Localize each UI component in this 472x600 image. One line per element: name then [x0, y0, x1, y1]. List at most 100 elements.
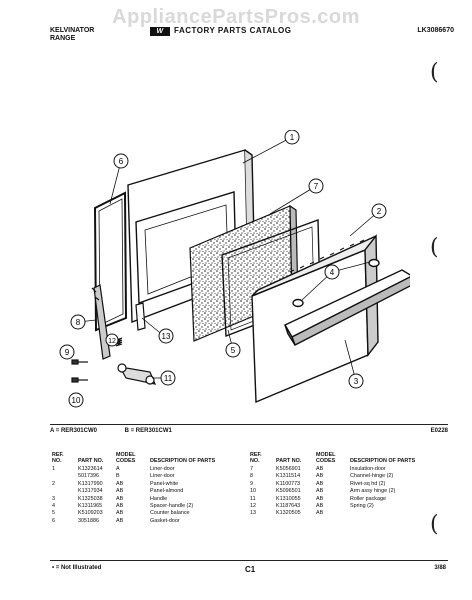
- col-part: PART NO.: [276, 458, 302, 464]
- row-ref: 11: [250, 495, 256, 502]
- counter-balance: [135, 302, 146, 331]
- callout-13-label: 13: [162, 332, 171, 341]
- parts-table-left: REF. NO. PART NO. MODEL CODES DESCRIPTIO…: [52, 452, 219, 525]
- binder-hole-mark-bottom: (: [430, 512, 439, 537]
- callout-9-label: 9: [65, 348, 70, 357]
- spring: [115, 337, 123, 347]
- row-code: AB: [116, 480, 124, 487]
- callout-1: 1: [284, 130, 300, 145]
- callout-markers: 1 2 3 4 5 6 7 8 9 10 11 12 13: [59, 130, 387, 408]
- col-part: PART NO.: [78, 458, 104, 464]
- callout-13: 13: [158, 328, 174, 344]
- col-codes: MODEL CODES: [116, 452, 136, 464]
- row-code: AB: [116, 517, 124, 524]
- row-ref: [52, 488, 78, 495]
- row-code: AB: [116, 510, 124, 517]
- row-desc: Panel-white: [150, 480, 179, 487]
- watermark: AppliancePartsPros.com: [112, 6, 360, 28]
- row-ref: 2: [52, 480, 55, 487]
- row-desc: Handle: [150, 495, 168, 502]
- row-part: K1311514: [276, 473, 301, 480]
- callout-10: 10: [68, 392, 84, 408]
- catalog-code: LK3086670: [417, 27, 454, 34]
- model-legend: A = RER301CW0 B = RER301CW1: [50, 428, 198, 434]
- row-ref: 4: [52, 503, 55, 510]
- row-ref: 8: [250, 473, 253, 480]
- door-handle: [284, 269, 410, 346]
- callout-7: 7: [308, 178, 324, 194]
- row-code: AB: [316, 488, 324, 495]
- row-ref: 13: [250, 510, 256, 517]
- row-part: K5056901: [276, 466, 301, 472]
- row-code: AB: [316, 510, 324, 517]
- table-row: 12 K1187643 AB Spring (2): [250, 503, 419, 510]
- page-number: C1: [245, 565, 256, 574]
- row-ref: [52, 473, 78, 480]
- callout-10-label: 10: [72, 396, 81, 405]
- row-desc: Channel-hinge (2): [350, 473, 394, 480]
- divider-top: [50, 424, 448, 425]
- row-ref: 12: [250, 503, 256, 510]
- row-desc: Counter balance: [150, 510, 190, 517]
- model-b: B = RER301CW1: [124, 428, 172, 434]
- row-desc: Insulation-door: [350, 466, 386, 472]
- callout-4-label: 4: [330, 268, 335, 277]
- binder-hole-mark-top: (: [430, 60, 439, 85]
- callout-11-label: 11: [164, 374, 173, 383]
- callout-6: 6: [113, 153, 129, 169]
- catalog-title-text: FACTORY PARTS CATALOG: [174, 26, 292, 35]
- not-illustrated-note: • = Not Illustrated: [52, 565, 102, 571]
- col-ref: REF. NO.: [250, 452, 262, 464]
- model-a: A = RER301CW0: [50, 428, 97, 434]
- callout-12-label: 12: [108, 338, 116, 345]
- divider-bottom: [50, 560, 448, 561]
- callout-11: 11: [160, 370, 176, 386]
- row-desc: Arm assy hinge (2): [350, 488, 396, 495]
- callout-8-label: 8: [76, 318, 81, 327]
- row-part: K1310055: [276, 495, 301, 502]
- row-code: AB: [116, 488, 124, 495]
- row-ref: 6: [52, 517, 55, 524]
- oven-door-exploded-diagram: 1 2 3 4 5 6 7 8 9 10 11 12 13: [59, 130, 410, 408]
- row-part: K5096501: [276, 488, 301, 495]
- row-code: AB: [116, 503, 124, 510]
- row-code: B: [116, 473, 120, 480]
- row-code: A: [116, 466, 120, 472]
- row-ref: 5: [52, 510, 55, 517]
- row-code: AB: [316, 503, 324, 510]
- rivets: [71, 359, 88, 383]
- row-part: K1317934: [78, 488, 103, 495]
- row-desc: Roller package: [350, 495, 386, 502]
- row-desc: Spring (2): [350, 503, 374, 510]
- row-part: K1323614: [78, 466, 103, 472]
- row-desc: Liner-door: [150, 466, 175, 472]
- parts-table-header: REF. NO. PART NO. MODEL CODES DESCRIPTIO…: [52, 452, 219, 466]
- row-code: AB: [316, 473, 324, 480]
- row-code: AB: [316, 466, 324, 472]
- callout-9: 9: [59, 344, 75, 360]
- row-desc: Gasket-door: [150, 517, 180, 524]
- brand-block: KELVINATOR RANGE: [50, 27, 94, 43]
- brand-logo-icon: W: [150, 27, 170, 36]
- binder-hole-mark-middle: (: [430, 235, 439, 260]
- table-row: 8 K1311514 AB Channel-hinge (2): [250, 473, 419, 480]
- row-part: K1325038: [78, 495, 103, 502]
- callout-5-label: 5: [231, 346, 236, 355]
- callout-8: 8: [70, 314, 86, 330]
- callout-6-label: 6: [119, 157, 124, 166]
- row-part: 5017396: [78, 473, 99, 480]
- callout-2: 2: [371, 203, 387, 219]
- col-codes: MODEL CODES: [316, 452, 336, 464]
- row-part: K1187643: [276, 503, 301, 510]
